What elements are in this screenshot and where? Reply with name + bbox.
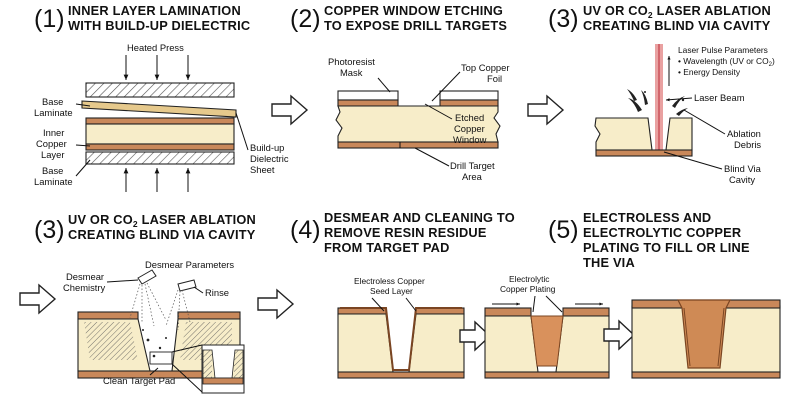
label-laser-beam: Laser Beam <box>694 92 745 103</box>
label-wavelength: • Wavelength (UV or CO2) <box>678 56 775 68</box>
electroless-seed-layer <box>340 307 462 371</box>
inset-detail <box>201 344 245 394</box>
resin-smear-left <box>84 322 138 360</box>
step-title-5-line-4: THE VIA <box>583 255 635 270</box>
plated-copper-right <box>562 307 610 317</box>
photoresist-mask-right <box>439 90 499 101</box>
inner-copper-bottom <box>85 143 235 151</box>
step-number-4: (4) <box>290 216 321 244</box>
photoresist-mask-left <box>337 90 399 101</box>
spray-pattern <box>129 282 191 331</box>
target-pad <box>337 371 465 379</box>
step-title-2-line-2: TO EXPOSE DRILL TARGETS <box>324 18 507 33</box>
step-title-4-line-2: REMOVE RESIN RESIDUE <box>324 225 487 240</box>
target-pad <box>484 371 610 379</box>
step-number-3b: (3) <box>34 216 65 244</box>
label-energy-density: • Energy Density <box>678 67 741 77</box>
step-title-1-line-2: WITH BUILD-UP DIELECTRIC <box>68 18 250 33</box>
label-clean-target-pad: Clean Target Pad <box>103 375 175 386</box>
step-title-3b-line-1: UV OR CO2 LASER ABLATION <box>68 212 256 229</box>
top-copper-right <box>177 311 241 320</box>
top-press-plate <box>85 82 235 98</box>
top-copper-foil-left <box>337 99 399 107</box>
dielectric-with-cavity <box>594 117 693 151</box>
partial-copper-fill <box>530 315 564 367</box>
step-number-3a: (3) <box>548 5 579 33</box>
step-title-5-line-3: PLATING TO FILL OR LINE <box>583 240 750 255</box>
target-copper-pad <box>595 149 693 157</box>
panel-3a-laser-ablation: Laser Pulse Parameters • Wavelength (UV … <box>594 44 775 185</box>
hollow-arrow-icon <box>459 320 492 352</box>
step-title-5-line-2: ELECTROLYTIC COPPER <box>583 225 741 240</box>
panel-5b-filled-via <box>631 299 781 379</box>
debris-particles <box>142 329 167 358</box>
plated-copper-left <box>484 307 532 317</box>
inner-copper-top <box>85 117 235 125</box>
step-number-5: (5) <box>548 216 579 244</box>
hollow-arrow-icon <box>271 94 309 126</box>
inner-copper-layer <box>337 141 499 149</box>
label-laser-pulse-parameters: Laser Pulse Parameters <box>678 45 768 55</box>
step-title-3b-line-2: CREATING BLIND VIA CAVITY <box>68 227 256 242</box>
top-copper-foil-right <box>439 99 499 107</box>
step-title-3a-line-1: UV OR CO2 LASER ABLATION <box>583 3 771 20</box>
press-arrow-icon <box>123 55 191 80</box>
step-title-3a-line-2: CREATING BLIND VIA CAVITY <box>583 18 771 33</box>
label-heated-press: Heated Press <box>127 42 184 53</box>
copper-filled-via <box>677 299 731 369</box>
hollow-arrow-icon <box>257 288 295 320</box>
hollow-arrow-icon <box>603 319 636 351</box>
label-rinse: Rinse <box>205 287 229 298</box>
step-title-5-line-1: ELECTROLESS AND <box>583 210 711 225</box>
step-title-4-line-1: DESMEAR AND CLEANING TO <box>324 210 515 225</box>
ablation-debris <box>627 89 688 116</box>
buildup-dielectric-sheet <box>81 100 237 118</box>
step-title-1-line-1: INNER LAYER LAMINATION <box>68 3 241 18</box>
zoom-inset-icon <box>149 351 173 365</box>
step-title-4-line-3: FROM TARGET PAD <box>324 240 450 255</box>
step-number-1: (1) <box>34 5 65 33</box>
bottom-press-plate <box>85 151 235 165</box>
press-arrow-icon <box>123 168 191 192</box>
hollow-arrow-icon <box>19 283 57 315</box>
step-title-2-line-1: COPPER WINDOW ETCHING <box>324 3 503 18</box>
label-desmear-parameters: Desmear Parameters <box>145 259 234 270</box>
target-pad <box>631 371 781 379</box>
base-laminate-core <box>85 123 235 145</box>
hollow-arrow-icon <box>527 94 565 126</box>
top-copper-left <box>77 311 139 320</box>
step-number-2: (2) <box>290 5 321 33</box>
spray-nozzle-icon <box>137 269 197 292</box>
dielectric-body <box>337 313 465 373</box>
